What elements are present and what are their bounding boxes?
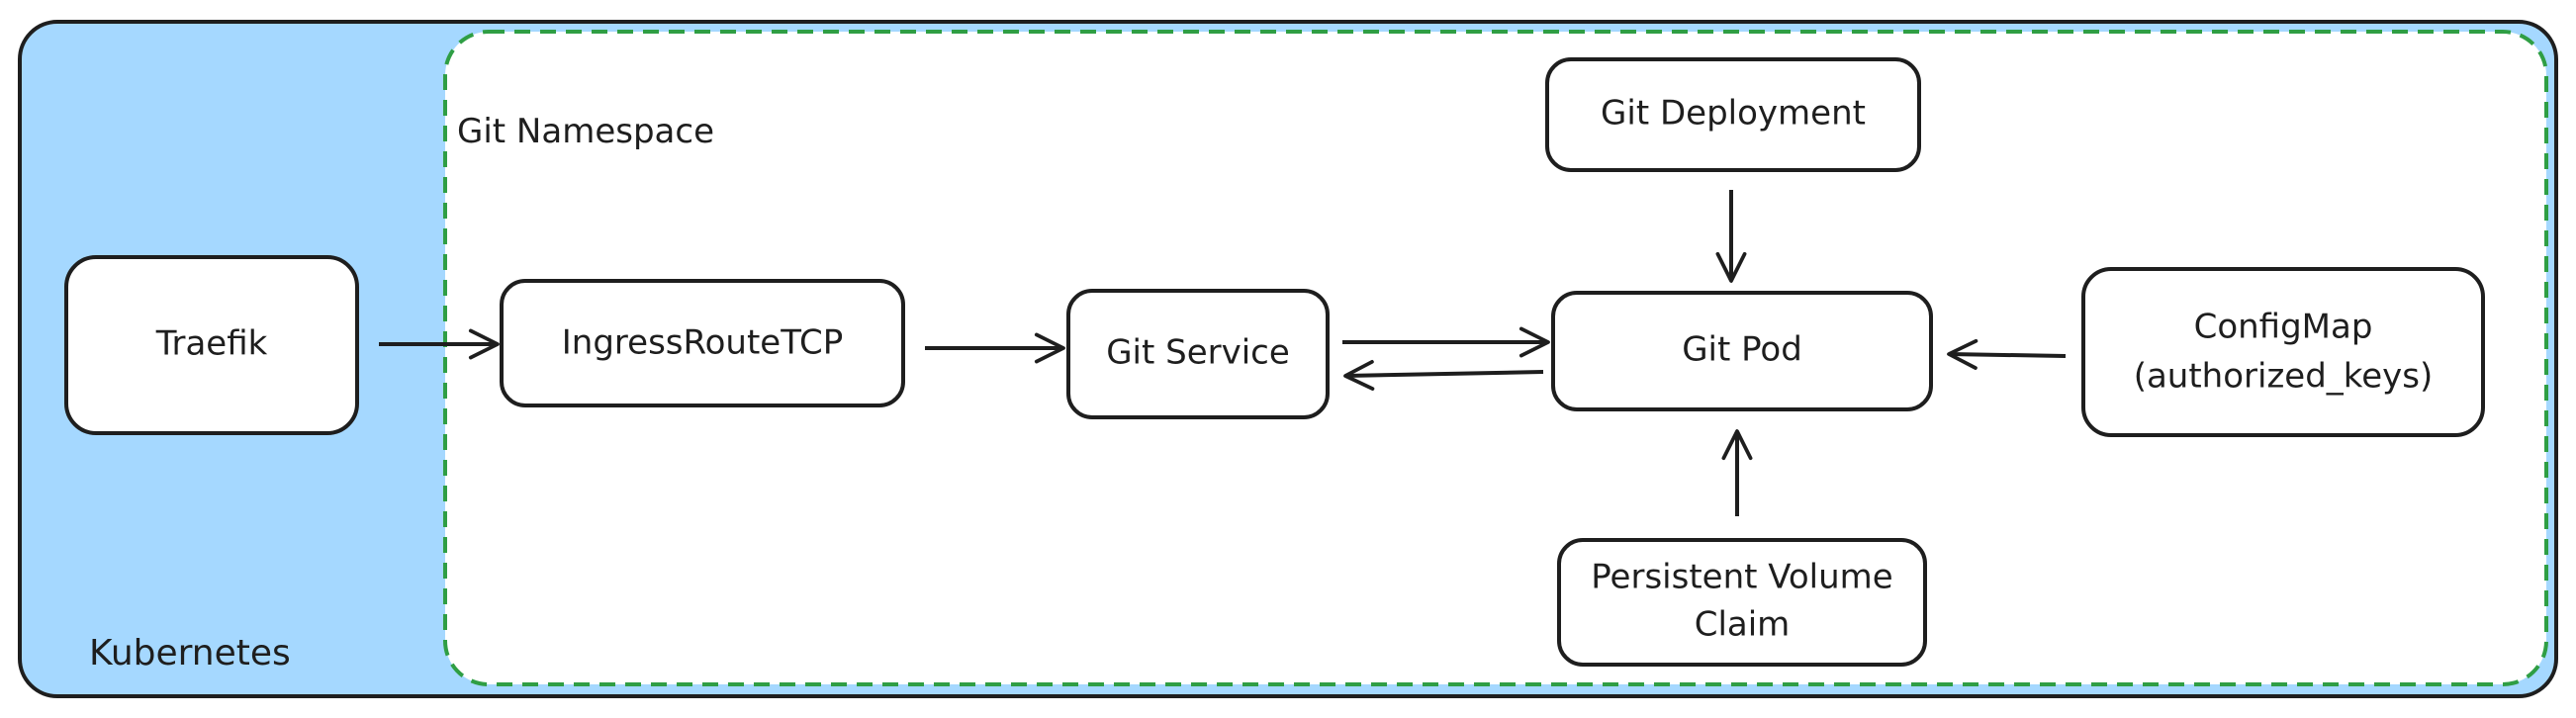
- namespace-label: Git Namespace: [457, 112, 714, 151]
- node-traefik: Traefik: [64, 255, 359, 435]
- edge-configmap-to-pod: [1947, 338, 2067, 370]
- node-git-pod: Git Pod: [1551, 291, 1933, 411]
- pvc-label-line1: Persistent Volume: [1591, 558, 1892, 597]
- git-pod-label: Git Pod: [1682, 330, 1802, 370]
- node-configmap: ConfigMap (authorized_keys): [2081, 267, 2485, 437]
- node-git-service: Git Service: [1066, 289, 1330, 419]
- traefik-label: Traefik: [155, 324, 268, 364]
- node-git-deployment: Git Deployment: [1545, 57, 1921, 172]
- edge-pod-to-service: [1343, 359, 1544, 391]
- ingressroutetcp-label: IngressRouteTCP: [562, 323, 843, 363]
- git-deployment-label: Git Deployment: [1601, 94, 1866, 134]
- pvc-label-line2: Claim: [1695, 605, 1791, 645]
- configmap-label-line2: (authorized_keys): [2134, 357, 2434, 397]
- git-namespace: [443, 30, 2548, 686]
- node-ingressroutetcp: IngressRouteTCP: [500, 279, 905, 407]
- node-persistent-volume-claim: Persistent Volume Claim: [1557, 538, 1927, 667]
- configmap-label-line1: ConfigMap: [2194, 308, 2373, 347]
- git-service-label: Git Service: [1106, 333, 1290, 373]
- kubernetes-label: Kubernetes: [89, 633, 291, 673]
